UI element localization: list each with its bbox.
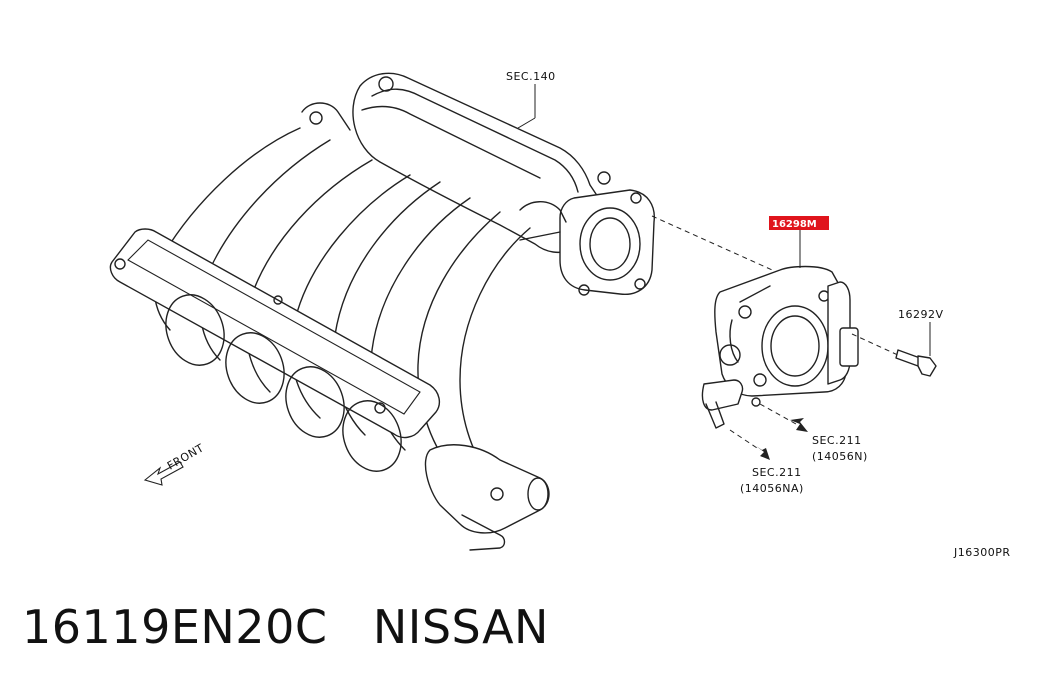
front-label: FRONT <box>165 441 206 472</box>
bolt-part-label[interactable]: 16292V <box>898 308 944 321</box>
sec211-a-label: SEC.211 <box>812 434 862 447</box>
sec211-a-sublabel: (14056N) <box>812 450 868 463</box>
part-caption: 16119EN20C NISSAN <box>22 600 549 654</box>
brand-name: NISSAN <box>372 600 549 654</box>
drawing-code: J16300PR <box>953 546 1011 559</box>
sec211-b-label: SEC.211 <box>752 466 802 479</box>
part-highlight-label[interactable]: 16298M <box>772 219 817 230</box>
part-highlight-box[interactable] <box>769 216 829 230</box>
throttle-chamber-drawing <box>701 265 859 429</box>
sec140-label: SEC.140 <box>506 70 556 83</box>
sec211-a-arrow-icon <box>790 418 808 432</box>
intake-manifold-drawing <box>109 72 655 551</box>
bolt-drawing <box>851 333 937 377</box>
alignment-dashed-line <box>651 215 791 279</box>
part-number: 16119EN20C <box>22 600 328 654</box>
sec211-b-sublabel: (14056NA) <box>740 482 804 495</box>
front-arrow-icon <box>143 461 184 486</box>
sec211-b-arrow-icon <box>756 446 770 460</box>
